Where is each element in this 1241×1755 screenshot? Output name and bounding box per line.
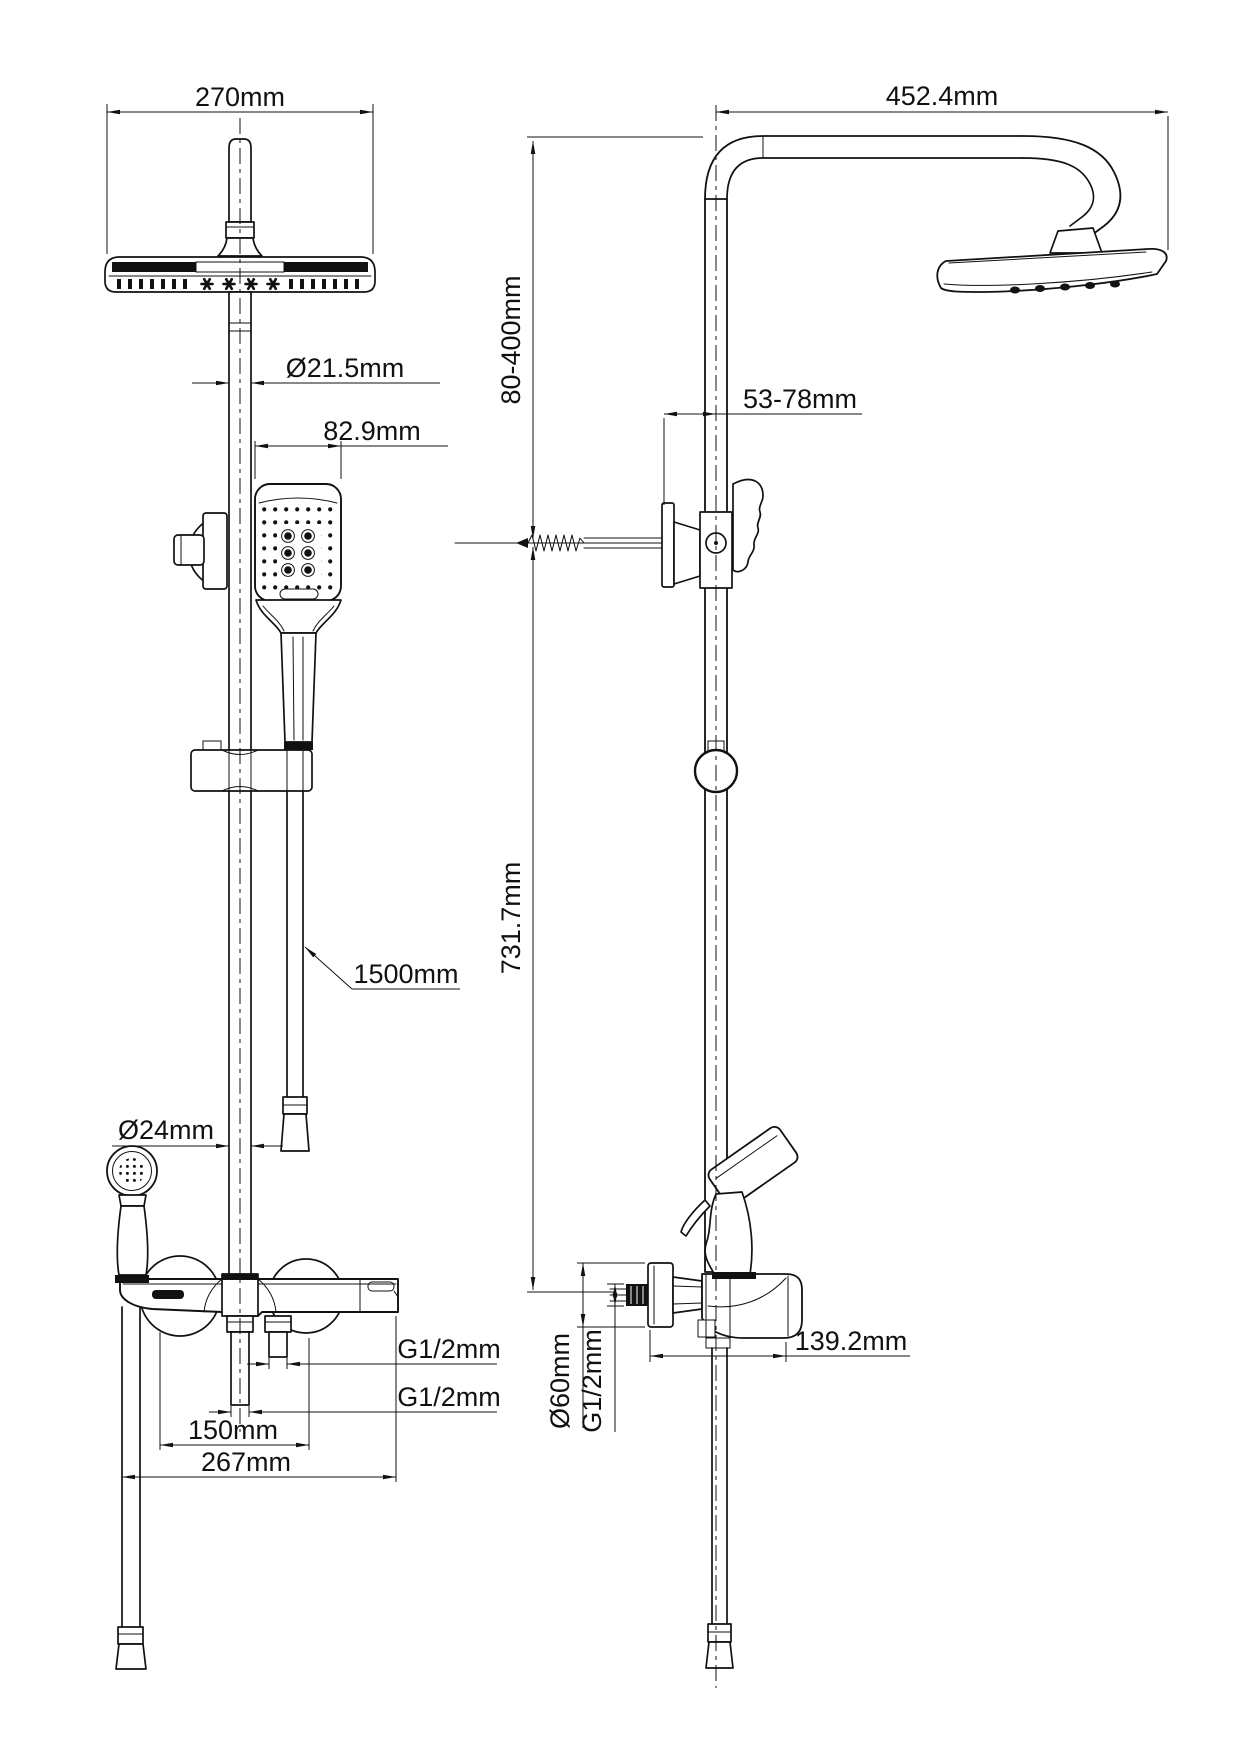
wall-anchor bbox=[527, 534, 585, 552]
hand-shower-hook bbox=[732, 478, 764, 573]
head-trim-right bbox=[284, 262, 368, 272]
hand-shower-neck bbox=[255, 599, 342, 634]
front-view: 270mm Ø21.5mm 82.9mm 1500mm bbox=[104, 82, 501, 1670]
front-dimensions: 270mm Ø21.5mm 82.9mm 1500mm bbox=[106, 82, 501, 1482]
bidet-trigger bbox=[680, 1199, 711, 1237]
bracket-knob bbox=[173, 534, 205, 566]
dim-lower-pipe-diameter: Ø24mm bbox=[112, 1115, 283, 1149]
spray-face-big-nozzles bbox=[281, 529, 315, 577]
dim-upper-height-range: 80-400mm bbox=[496, 136, 703, 539]
side-view: 452.4mm 80-400mm 731.7mm 53-78mm bbox=[454, 81, 1169, 1688]
bracket-wall-plate bbox=[661, 502, 675, 588]
dim-label: 267mm bbox=[201, 1447, 291, 1477]
wall-bracket-front bbox=[173, 512, 228, 590]
dim-pipe-diameter: Ø21.5mm bbox=[192, 353, 440, 386]
shower-arm-side bbox=[704, 135, 1122, 254]
dim-lower-height: 731.7mm bbox=[496, 547, 616, 1293]
rain-shower-head-side bbox=[936, 248, 1168, 294]
dim-label: G1/2mm bbox=[577, 1329, 607, 1433]
dim-label: 1500mm bbox=[353, 959, 458, 989]
dim-arm-reach: 452.4mm bbox=[716, 81, 1169, 250]
dim-label: 150mm bbox=[188, 1415, 278, 1445]
wall-thread-stub bbox=[609, 1284, 648, 1306]
bidet-sprayer-side bbox=[680, 1125, 799, 1279]
dim-label: Ø24mm bbox=[118, 1115, 214, 1145]
dim-label: 53-78mm bbox=[743, 384, 857, 414]
dim-label: 270mm bbox=[195, 82, 285, 112]
dim-head-width: 270mm bbox=[106, 82, 374, 254]
head-nozzle-slots bbox=[117, 279, 359, 289]
head-nozzles-side bbox=[1010, 280, 1120, 294]
dim-label: 452.4mm bbox=[886, 81, 999, 111]
dim-handshower-width: 82.9mm bbox=[254, 416, 448, 479]
dim-label: Ø21.5mm bbox=[286, 353, 405, 383]
dim-outlet-thread: G1/2mm bbox=[247, 1334, 501, 1369]
slider-holder-front bbox=[190, 740, 313, 792]
valve-body-side bbox=[701, 1273, 803, 1339]
dim-wall-thread: G1/2mm bbox=[577, 1283, 624, 1433]
dim-connection-spacing: 150mm bbox=[159, 1332, 310, 1450]
head-center-nozzles bbox=[200, 277, 280, 291]
bidet-hose-connector bbox=[115, 1643, 147, 1670]
dim-label: G1/2mm bbox=[397, 1382, 501, 1412]
dim-label: 731.7mm bbox=[496, 862, 526, 975]
dim-inlet-thread: G1/2mm bbox=[209, 1382, 501, 1417]
bidet-body-side bbox=[704, 1191, 753, 1275]
hand-shower-handle bbox=[280, 632, 317, 743]
dim-valve-depth: 139.2mm bbox=[649, 1326, 910, 1362]
wall-escutcheon bbox=[647, 1262, 674, 1328]
wall-bracket-side bbox=[454, 478, 764, 589]
side-dimensions: 452.4mm 80-400mm 731.7mm 53-78mm bbox=[496, 81, 1169, 1433]
hand-shower-front bbox=[254, 483, 342, 750]
dim-label: G1/2mm bbox=[397, 1334, 501, 1364]
dim-label: 139.2mm bbox=[795, 1326, 908, 1356]
head-ball-joint bbox=[1049, 227, 1103, 254]
hand-shower-hose-side bbox=[705, 1347, 734, 1669]
hand-shower-hose-front bbox=[280, 790, 310, 1152]
hose-connector-cone-side bbox=[705, 1641, 734, 1669]
dim-escutcheon-diameter: Ø60mm bbox=[545, 1262, 645, 1429]
hose-outlet bbox=[705, 1337, 731, 1349]
hose-connector-cone bbox=[280, 1113, 310, 1152]
dim-valve-width: 267mm bbox=[122, 1316, 397, 1482]
outlet-nipple-right bbox=[264, 1315, 292, 1358]
mixer-valve-front bbox=[119, 1255, 399, 1406]
spout-slot bbox=[152, 1290, 184, 1299]
dim-label: Ø60mm bbox=[545, 1333, 575, 1429]
outlet-nipple-left bbox=[226, 1315, 254, 1406]
bidet-sprayer-front bbox=[106, 1145, 158, 1670]
bidet-handle bbox=[116, 1205, 149, 1276]
head-trim-left bbox=[112, 262, 196, 272]
connector-nut bbox=[672, 1276, 703, 1314]
dim-bracket-wall-offset: 53-78mm bbox=[663, 384, 862, 505]
mixer-valve-side bbox=[609, 1262, 803, 1349]
dim-label: 80-400mm bbox=[496, 275, 526, 404]
dim-label: 82.9mm bbox=[323, 416, 421, 446]
dim-hose-length: 1500mm bbox=[304, 946, 460, 990]
bidet-head-side bbox=[707, 1125, 799, 1207]
